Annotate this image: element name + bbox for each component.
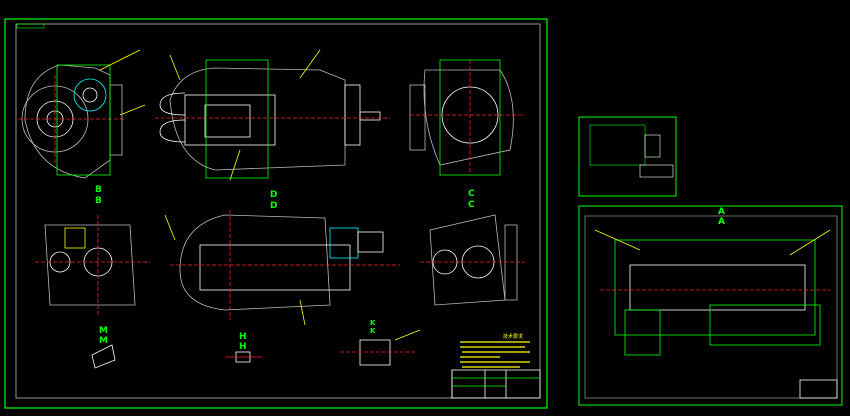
view-label-h: H [239,332,247,342]
view-label-a: A [718,207,725,217]
technical-notes-lines [460,341,530,368]
view-sublabel-a: A [718,217,725,227]
title-block [451,369,541,399]
sheet3-frame [578,205,843,406]
view-plan-body [155,49,390,181]
view-sublabel-b: B [95,196,102,206]
view-sublabel-m: M [99,336,108,346]
sheet2-frame [578,116,677,197]
view-label-k: K [370,319,376,327]
sheet2-drawing [589,124,674,178]
view-detail-h [225,351,262,363]
view-label-b: B [95,185,102,195]
sheet1-title-tag [16,23,45,29]
view-side [409,59,525,176]
view-front-gearbox [18,49,146,179]
view-sublabel-h: H [239,342,247,352]
view-detail-k [340,329,421,366]
sheet1-outer-frame [4,18,548,409]
technical-notes-title: 技术要求 [503,334,524,340]
sheet3-section-a [594,229,838,399]
view-label-c: C [468,189,475,199]
view-detail-m [91,344,116,369]
view-section-d [164,210,400,326]
view-label-d: D [270,190,278,200]
view-sublabel-d: D [270,201,278,211]
view-section-c [420,214,525,306]
view-section-b [35,215,150,315]
view-sublabel-c: C [468,200,475,210]
view-label-m: M [99,326,108,336]
sheet3-inner-frame [584,215,838,399]
sheet1-inner-frame [15,23,541,399]
view-sublabel-k: K [370,327,376,335]
